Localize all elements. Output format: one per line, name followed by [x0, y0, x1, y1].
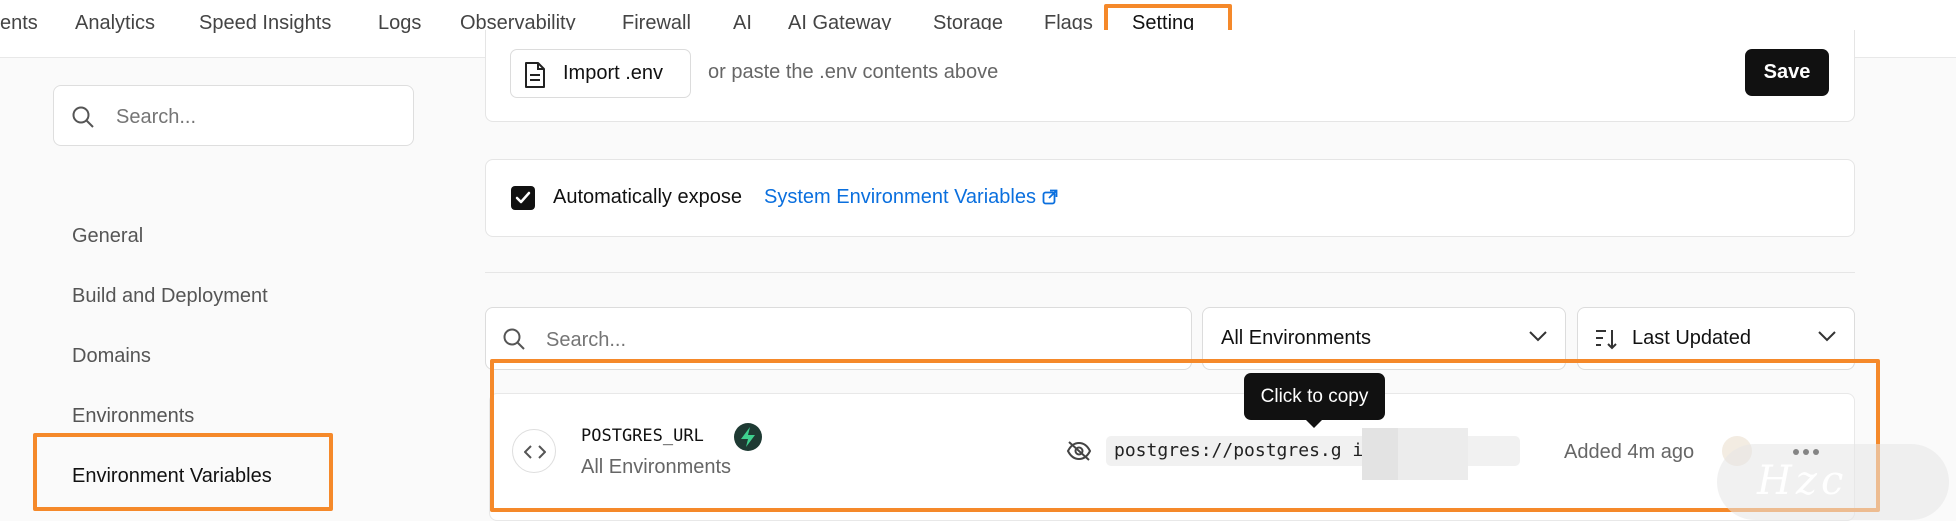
env-var-scope: All Environments [581, 456, 732, 478]
save-button[interactable]: Save [1745, 49, 1829, 96]
copy-tooltip: Click to copy [1244, 373, 1385, 420]
tab-setting[interactable]: Setting [1132, 12, 1195, 34]
watermark-text: Hzc [1757, 458, 1848, 504]
section-divider [485, 272, 1855, 273]
env-search[interactable] [485, 307, 1192, 370]
checkmark-icon [515, 191, 531, 204]
sidebar-item-general[interactable]: General [72, 225, 144, 247]
tab-analytics[interactable]: Analytics [75, 12, 156, 34]
paste-hint-text: or paste the .env contents above [708, 61, 999, 83]
eye-off-icon[interactable] [1066, 440, 1092, 462]
environment-select-value: All Environments [1221, 327, 1372, 349]
tab-ai[interactable]: AI [733, 12, 752, 34]
import-env-card [485, 30, 1855, 122]
env-var-key: POSTGRES_URL [581, 426, 704, 446]
sidebar-search-input[interactable] [114, 101, 398, 133]
code-icon [524, 445, 546, 459]
chevron-down-icon [1529, 331, 1547, 342]
expose-checkbox[interactable] [511, 186, 535, 210]
env-search-input[interactable] [544, 324, 1168, 356]
search-icon [72, 106, 94, 128]
tab-speed-insights[interactable]: Speed Insights [199, 12, 332, 34]
tab-storage[interactable]: Storage [933, 12, 1004, 34]
tab-firewall[interactable]: Firewall [622, 12, 691, 34]
search-icon [503, 328, 525, 350]
sort-select[interactable]: Last Updated [1577, 307, 1855, 370]
system-env-vars-link[interactable]: System Environment Variables [764, 186, 1058, 209]
import-env-label: Import .env [563, 62, 664, 84]
tooltip-arrow [1305, 419, 1323, 428]
sidebar-search[interactable] [53, 85, 414, 146]
watermark: Hzc [1717, 444, 1949, 520]
tab-flags[interactable]: Flags [1044, 12, 1093, 34]
redaction-block [1398, 428, 1468, 480]
supabase-icon [734, 423, 762, 451]
sort-select-value: Last Updated [1632, 327, 1751, 349]
chevron-down-icon [1818, 331, 1836, 342]
import-env-button[interactable]: Import .env [510, 49, 691, 98]
env-var-added-time: Added 4m ago [1564, 441, 1695, 463]
tab-observability[interactable]: Observability [460, 12, 576, 34]
sidebar-item-build-and-deployment[interactable]: Build and Deployment [72, 285, 268, 307]
expose-system-env-card [485, 159, 1855, 237]
code-view-button[interactable] [512, 429, 556, 473]
sort-icon [1596, 330, 1617, 350]
sidebar-item-environment-variables[interactable]: Environment Variables [72, 465, 272, 487]
tab-logs[interactable]: Logs [378, 12, 422, 34]
sidebar-item-domains[interactable]: Domains [72, 345, 151, 367]
sidebar-item-environments[interactable]: Environments [72, 405, 195, 427]
environment-select[interactable]: All Environments [1202, 307, 1566, 370]
expose-label: Automatically expose [553, 186, 742, 208]
tab-ai-gateway[interactable]: AI Gateway [788, 12, 892, 34]
tab-deployments[interactable]: ents [0, 12, 38, 34]
external-link-icon [1042, 189, 1058, 205]
file-icon [525, 62, 545, 88]
system-env-vars-link-text: System Environment Variables [764, 186, 1036, 208]
